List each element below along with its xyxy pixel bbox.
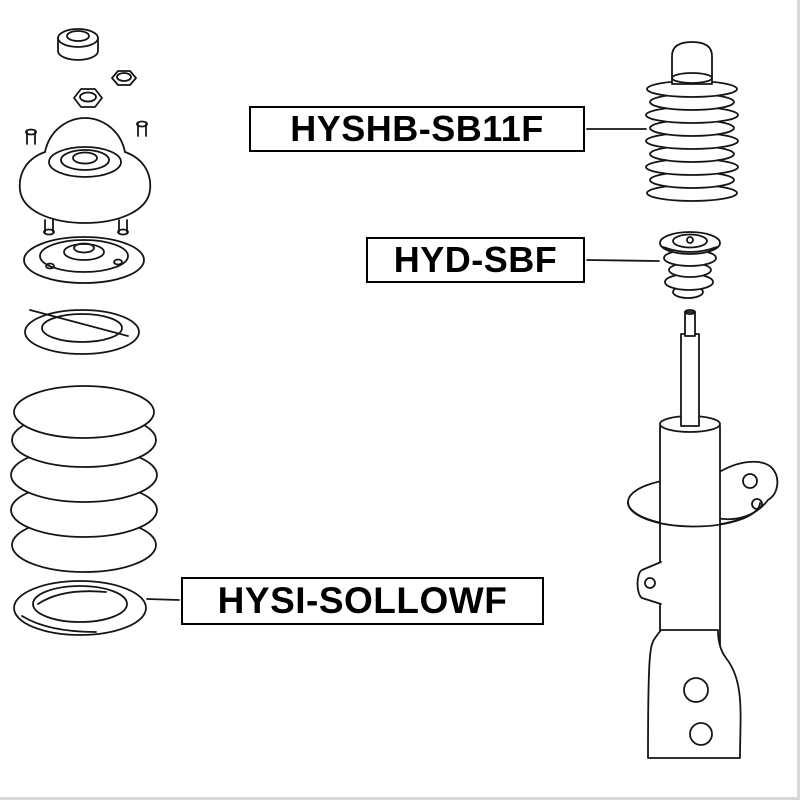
spring-bearing-icon (24, 309, 140, 355)
bump-stop-icon (659, 231, 721, 299)
lock-nut-icon (73, 70, 137, 108)
dust-boot-icon (645, 41, 739, 202)
page-edge-right (797, 0, 800, 800)
part-code-text: HYSHB-SB11F (290, 108, 544, 149)
leader-lines (146, 128, 660, 601)
coil-spring-icon (10, 385, 158, 573)
top-bushing-cap-icon (57, 28, 99, 61)
part-label-dust-boot: HYSHB-SB11F (249, 106, 585, 152)
strut-icon (627, 309, 779, 759)
part-label-lower-spring-insulator: HYSI-SOLLOWF (181, 577, 544, 625)
strut-mount-icon (18, 117, 152, 236)
spring-seat-icon (23, 236, 145, 284)
part-code-text: HYD-SBF (393, 239, 558, 280)
part-code-text: HYSI-SOLLOWF (217, 580, 508, 621)
lower-spring-insulator-icon (13, 580, 147, 636)
part-label-bump-stop: HYD-SBF (366, 237, 585, 283)
page-edge-bottom (0, 797, 800, 800)
